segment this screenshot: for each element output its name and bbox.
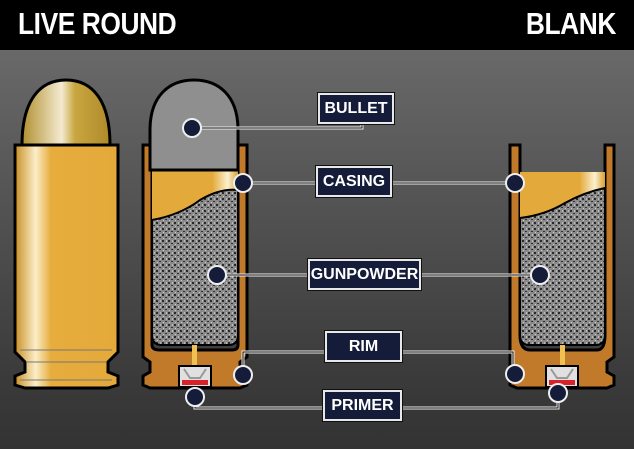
casing-marker-blank [505, 173, 525, 193]
rim-marker-blank [505, 364, 525, 384]
gunpowder-marker-blank [530, 265, 550, 285]
gunpowder-marker-live [207, 265, 227, 285]
title-blank: BLANK [525, 6, 617, 41]
blank-cross-section [508, 143, 616, 390]
primer-marker-live [185, 387, 205, 407]
label-gunpowder: GUNPOWDER [307, 258, 422, 291]
label-casing: CASING [315, 165, 393, 198]
casing-marker-live [233, 173, 253, 193]
marker-dots [182, 118, 568, 407]
title-live-round: LIVE ROUND [18, 6, 177, 41]
live-round-exterior [13, 78, 120, 390]
label-bullet: BULLET [317, 92, 395, 125]
label-primer: PRIMER [322, 389, 403, 422]
label-rim: RIM [324, 330, 403, 363]
live-round-cross-section [141, 78, 249, 390]
header-band [0, 0, 634, 50]
bullet-marker [182, 118, 202, 138]
rim-marker-live [233, 365, 253, 385]
primer-marker-blank [548, 383, 568, 403]
